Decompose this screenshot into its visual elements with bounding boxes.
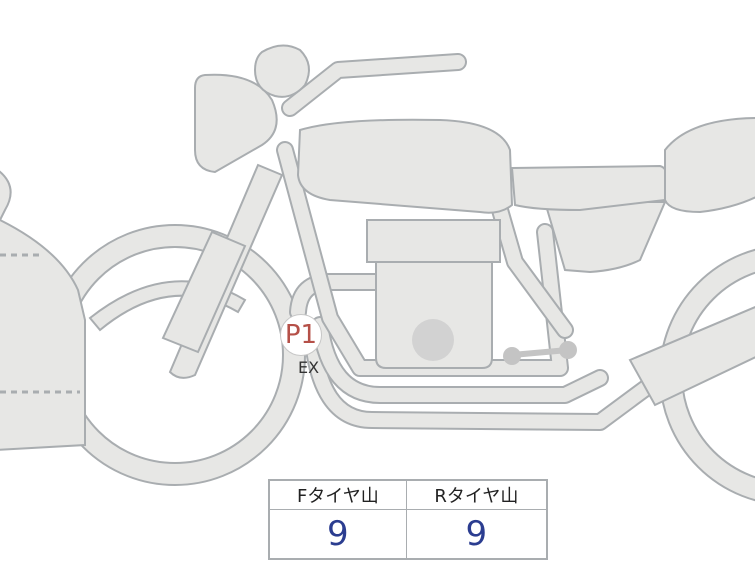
headlight (194, 73, 278, 174)
fork-boot (161, 230, 247, 354)
marker-id: P1 (284, 320, 318, 350)
tire-tread-table: Fタイヤ山 Rタイヤ山 9 9 (268, 479, 548, 560)
rear-tire-tread-value: 9 (405, 509, 548, 560)
front-tire-tread-value: 9 (268, 509, 407, 560)
swingarm (628, 306, 755, 407)
handlebar (281, 53, 467, 117)
front-tire-tread-header: Fタイヤ山 (268, 479, 407, 510)
marker-label: EX (298, 358, 320, 377)
side-cover (543, 201, 667, 274)
rear-tire-tread-header: Rタイヤ山 (405, 479, 548, 510)
engine (366, 219, 501, 369)
exhaust-pipes (289, 273, 659, 431)
foot-peg (503, 341, 577, 365)
inspection-point-marker: P1 (280, 314, 322, 356)
rear-fender (664, 117, 755, 214)
table-header-row: Fタイヤ山 Rタイヤ山 (268, 479, 548, 510)
mirror (253, 44, 310, 98)
seat (510, 164, 670, 212)
left-vehicle (0, 170, 86, 451)
fuel-tank (296, 118, 514, 214)
table-value-row: 9 9 (268, 509, 548, 560)
frame (276, 141, 574, 377)
